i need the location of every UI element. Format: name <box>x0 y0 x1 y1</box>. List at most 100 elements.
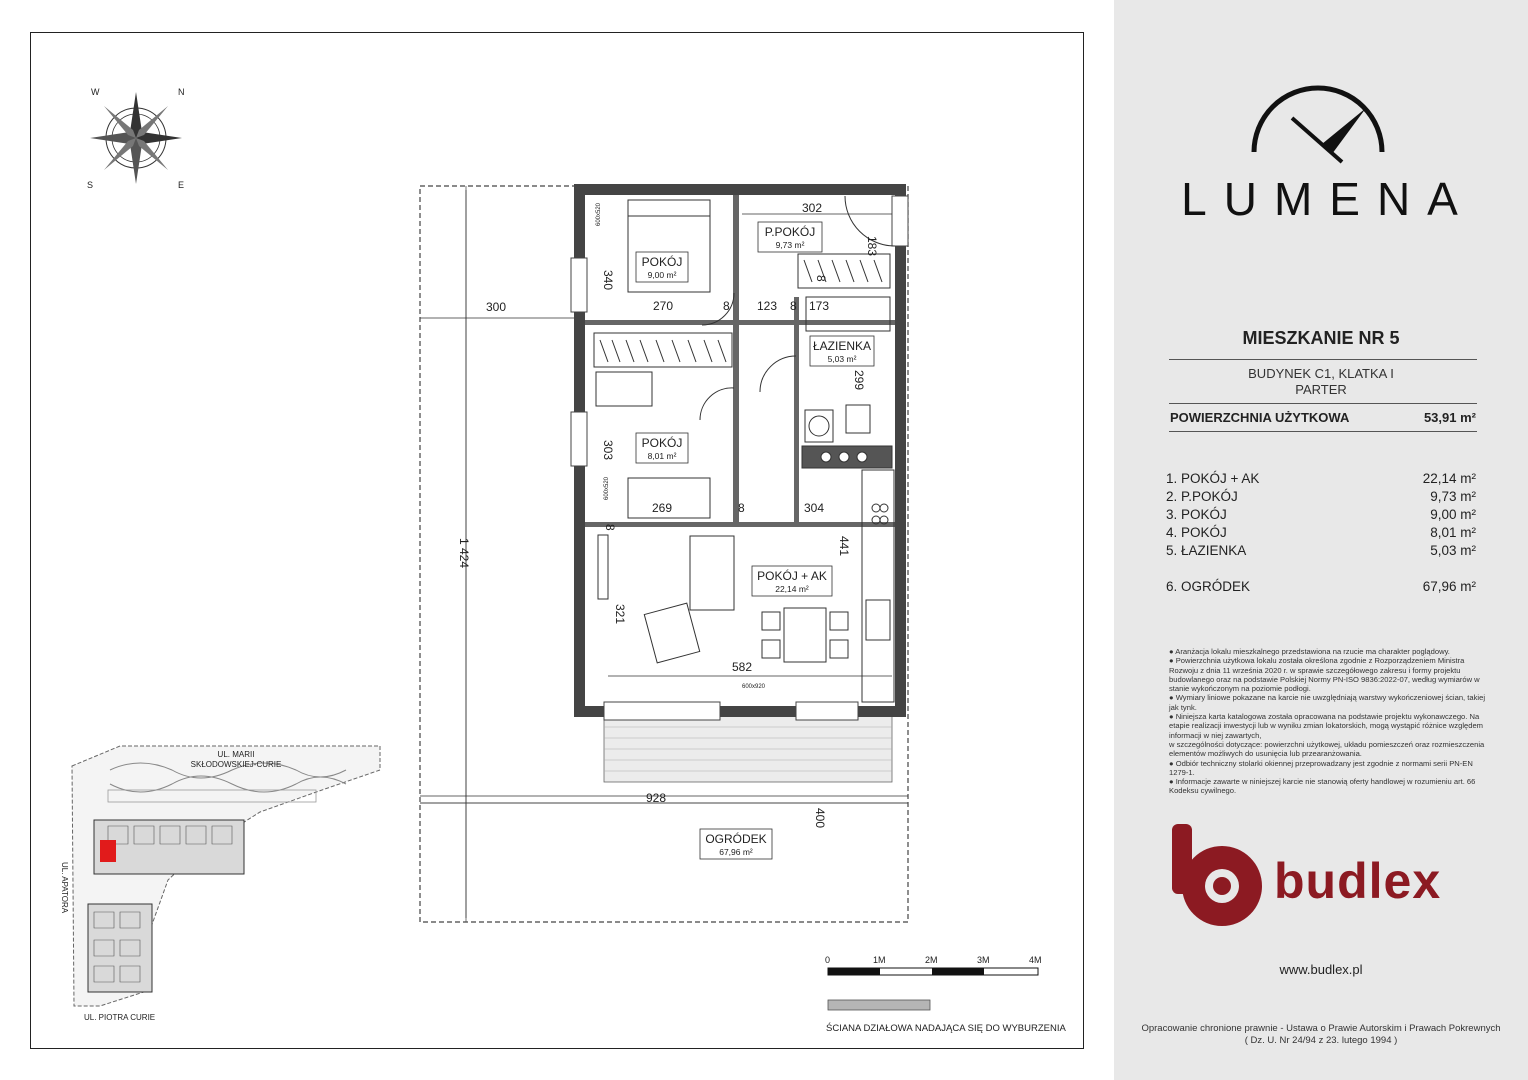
apartment-title: MIESZKANIE NR 5 <box>1242 328 1400 348</box>
dim-8b: 8 <box>790 299 797 313</box>
usable-area-label: POWIERZCHNIA UŻYTKOWA <box>1170 410 1350 425</box>
room-area: 5,03 m² <box>1430 543 1476 558</box>
legend-swatch <box>827 999 931 1011</box>
dim-270: 270 <box>653 299 673 313</box>
note: w szczególności dotyczące: powierzchni u… <box>1169 739 1485 759</box>
room-area: 22,14 m² <box>1422 471 1476 486</box>
note: ● Informacje zawarte w niniejszej karcie… <box>1169 777 1476 796</box>
street-label-2: SKŁODOWSKIEJ-CURIE <box>191 760 282 769</box>
scale-label-2: 2M <box>925 955 938 965</box>
apartment-marker <box>100 840 116 862</box>
website-link[interactable]: www.budlex.pl <box>1279 962 1363 977</box>
room-name: 1. POKÓJ + AK <box>1166 471 1260 486</box>
scale-label-4: 4M <box>1029 955 1042 965</box>
dim-8a: 8 <box>723 299 730 313</box>
dim-303: 303 <box>601 440 615 460</box>
copyright-notice: Opracowanie chronione prawnie - Ustawa o… <box>1114 1023 1528 1047</box>
window-size-2: 600x520 <box>604 476 610 500</box>
room-label-pokoj-3: POKÓJ <box>642 254 683 269</box>
scale-label-0: 0 <box>825 955 830 965</box>
compass-n: N <box>178 87 185 97</box>
room-area-pokoj-4: 8,01 m² <box>648 451 677 461</box>
room-name: 5. ŁAZIENKA <box>1166 543 1247 558</box>
wardrobes <box>593 253 891 368</box>
note: ● Niniejsza karta katalogowa została opr… <box>1169 712 1483 740</box>
room-area-ppokoj: 9,73 m² <box>776 240 805 250</box>
info-sidebar: LUMENA MIESZKANIE NR 5 BUDYNEK C1, KLATK… <box>1114 0 1528 1080</box>
compass-w: W <box>91 87 100 97</box>
room-labels: POKÓJ 9,00 m² P.POKÓJ 9,73 m² ŁAZIENKA 5… <box>635 221 875 860</box>
floor-info: PARTER <box>1295 382 1347 397</box>
dim-441: 441 <box>837 536 851 556</box>
divider <box>1169 403 1477 404</box>
garden-area <box>419 185 909 923</box>
dimension-lines <box>420 190 908 918</box>
note: ● Powierzchnia użytkowa lokalu została o… <box>1169 656 1480 694</box>
dim-183: 183 <box>865 236 879 256</box>
dim-173: 173 <box>809 299 829 313</box>
budlex-logo-mark <box>1172 824 1262 926</box>
street-label-1: UL. MARII <box>218 750 255 759</box>
dim-300: 300 <box>486 300 506 314</box>
room-name: 2. P.POKÓJ <box>1166 489 1238 504</box>
divider <box>1169 431 1477 432</box>
legend-text: ŚCIANA DZIAŁOWA NADAJĄCA SIĘ DO WYBURZEN… <box>826 1023 1066 1034</box>
dim-8e: 8 <box>603 524 617 531</box>
usable-area-value: 53,91 m² <box>1423 410 1476 425</box>
dim-400: 400 <box>813 808 827 828</box>
note: ● Wymiary liniowe pokazane na karcie nie… <box>1169 693 1486 712</box>
dim-321: 321 <box>613 604 627 624</box>
furniture <box>595 195 896 703</box>
scale-label-1: 1M <box>873 955 886 965</box>
dim-304: 304 <box>804 501 824 515</box>
compass-e: E <box>178 180 184 190</box>
note: ● Aranżacja lokalu mieszkalnego przedsta… <box>1169 647 1450 656</box>
plan-frame <box>30 32 1084 1049</box>
dim-269: 269 <box>652 501 672 515</box>
dim-8d: 8 <box>814 275 828 282</box>
dim-340: 340 <box>601 270 615 290</box>
garden-area: 67,96 m² <box>1422 579 1476 594</box>
note: ● Odbiór techniczny stolarki okiennej pr… <box>1169 758 1473 777</box>
dim-123: 123 <box>757 299 777 313</box>
scale-label-3: 3M <box>977 955 990 965</box>
compass-rose: W N S E <box>87 87 185 190</box>
room-label-salon: POKÓJ + AK <box>757 568 827 583</box>
room-label-pokoj-4: POKÓJ <box>642 435 683 450</box>
room-name: 3. POKÓJ <box>1166 507 1227 522</box>
room-area-lazienka: 5,03 m² <box>828 354 857 364</box>
windows <box>570 195 909 721</box>
terrace <box>603 715 893 783</box>
room-area: 8,01 m² <box>1430 525 1476 540</box>
dim-302: 302 <box>802 201 822 215</box>
room-area-salon: 22,14 m² <box>775 584 809 594</box>
street-label-4: UL. PIOTRA CURIE <box>84 1013 155 1022</box>
notes: ● Aranżacja lokalu mieszkalnego przedsta… <box>1169 647 1489 796</box>
room-area: 9,00 m² <box>1430 507 1476 522</box>
developer-name: budlex <box>1274 853 1442 909</box>
interior-walls <box>585 195 895 527</box>
room-label-ppokoj: P.POKÓJ <box>765 224 815 239</box>
room-label-ogrodek: OGRÓDEK <box>705 831 766 846</box>
copyright-line-1: Opracowanie chronione prawnie - Ustawa o… <box>1141 1023 1501 1034</box>
room-label-lazienka: ŁAZIENKA <box>813 339 871 353</box>
divider <box>1169 359 1477 360</box>
lumena-logo-mark <box>1251 85 1385 164</box>
room-area: 9,73 m² <box>1430 489 1476 504</box>
copyright-line-2: ( Dz. U. Nr 24/94 z 23. lutego 1994 ) <box>1244 1035 1398 1046</box>
dim-928: 928 <box>646 791 666 805</box>
dim-299: 299 <box>852 370 866 390</box>
room-area-pokoj-3: 9,00 m² <box>648 270 677 280</box>
dim-1424: 1 424 <box>457 538 471 568</box>
window-size-3: 600x920 <box>742 684 766 690</box>
compass-s: S <box>87 180 93 190</box>
dim-582: 582 <box>732 660 752 674</box>
street-label-3: UL. APATORA <box>60 862 69 914</box>
scale-bar: 0 1M 2M 3M 4M <box>825 955 1042 1011</box>
dimension-labels: 302 183 340 300 270 8 123 8 173 299 303 … <box>457 201 879 828</box>
room-area-ogrodek: 67,96 m² <box>719 847 753 857</box>
window-size-1: 600x520 <box>596 202 602 226</box>
building-info: BUDYNEK C1, KLATKA I <box>1248 366 1394 381</box>
floor-plan: W N S E <box>60 87 1042 1022</box>
room-name: 4. POKÓJ <box>1166 525 1227 540</box>
